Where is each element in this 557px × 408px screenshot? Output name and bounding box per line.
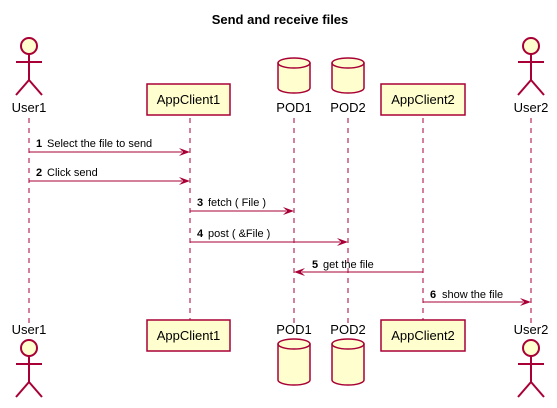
message-text: Select the file to send [47, 138, 152, 150]
participant-label: User2 [514, 322, 549, 337]
participant-label: AppClient2 [391, 92, 455, 107]
message-text: show the file [442, 289, 503, 301]
participant-appclient2-top: AppClient2 [380, 83, 466, 116]
message-number: 6 [430, 289, 436, 301]
participant-label: POD1 [276, 322, 311, 337]
database-pod1-bottom: POD1 [276, 322, 312, 386]
participant-appclient1-top: AppClient1 [146, 83, 231, 116]
database-icon [331, 338, 365, 386]
actor-icon [517, 37, 545, 96]
participant-label: POD2 [330, 100, 365, 115]
participant-appclient1-bottom: AppClient1 [146, 319, 231, 352]
message-3: 3 fetch ( File ) [190, 197, 294, 215]
diagram-title: Send and receive files [212, 12, 349, 27]
actor-user2-top: User2 [514, 37, 549, 115]
arrowhead-icon [294, 268, 305, 276]
arrowhead-icon [179, 148, 190, 156]
actor-icon [15, 37, 43, 96]
participant-label: User1 [12, 100, 47, 115]
database-icon [277, 57, 311, 94]
message-2: 2 Click send [29, 167, 190, 185]
participant-label: POD2 [330, 322, 365, 337]
database-pod2-bottom: POD2 [330, 322, 366, 386]
message-6: 6 show the file [423, 289, 531, 306]
message-text: get the file [323, 259, 374, 271]
actor-icon [517, 339, 545, 398]
arrowhead-icon [179, 177, 190, 185]
message-text: post ( &File ) [208, 228, 270, 240]
actor-user1-top: User1 [12, 37, 47, 115]
actor-user2-bottom: User2 [514, 322, 549, 398]
participant-label: AppClient2 [391, 328, 455, 343]
participant-label: User2 [514, 100, 549, 115]
message-number: 3 [197, 197, 203, 209]
message-4: 4 post ( &File ) [190, 228, 348, 246]
message-1: 1 Select the file to send [29, 138, 190, 156]
participant-label: POD1 [276, 100, 311, 115]
arrowhead-icon [337, 238, 348, 246]
database-pod1-top: POD1 [276, 57, 312, 115]
message-number: 4 [197, 228, 204, 240]
message-number: 2 [36, 167, 42, 179]
participant-label: AppClient1 [157, 328, 221, 343]
arrowhead-icon [520, 298, 531, 306]
message-5: 5 get the file [294, 259, 423, 276]
participant-label: User1 [12, 322, 47, 337]
database-pod2-top: POD2 [330, 57, 366, 115]
database-icon [277, 338, 311, 386]
actor-user1-bottom: User1 [12, 322, 47, 398]
message-text: Click send [47, 167, 98, 179]
message-number: 1 [36, 138, 42, 150]
participant-label: AppClient1 [157, 92, 221, 107]
messages: 1 Select the file to send 2 Click send 3… [29, 138, 531, 306]
lifelines [28, 118, 532, 324]
participant-appclient2-bottom: AppClient2 [380, 319, 466, 352]
database-icon [331, 57, 365, 94]
message-text: fetch ( File ) [208, 197, 266, 209]
participants-bottom: User1 AppClient1 POD1 POD2 [12, 319, 549, 398]
arrowhead-icon [283, 207, 294, 215]
actor-icon [15, 339, 43, 398]
participants-top: User1 AppClient1 POD1 POD2 AppClient2 [12, 37, 549, 116]
message-number: 5 [312, 259, 318, 271]
